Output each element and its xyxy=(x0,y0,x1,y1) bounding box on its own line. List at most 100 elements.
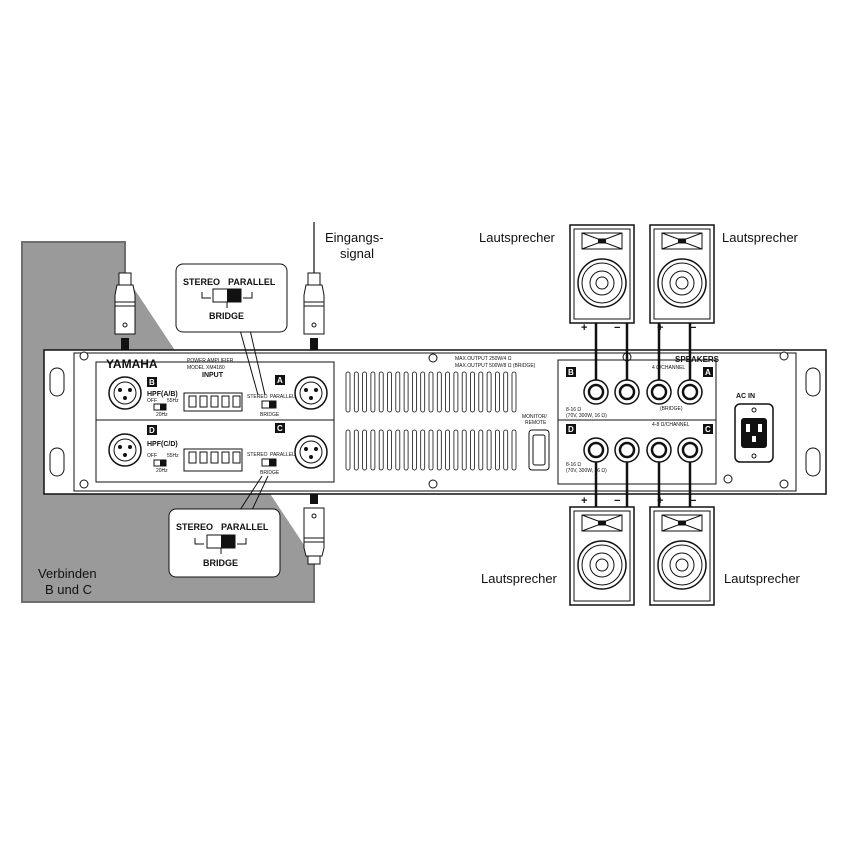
hpf-cd-55hz: 55Hz xyxy=(167,453,179,459)
channel-d-input-letter: D xyxy=(149,426,155,435)
loudspeaker xyxy=(569,506,635,606)
vent-slot xyxy=(362,429,368,471)
vent-slot xyxy=(411,371,417,413)
speaker-label-bottom-right: Lautsprecher xyxy=(724,571,801,586)
vent-slot xyxy=(362,371,368,413)
plus-mark-1: + xyxy=(581,322,587,334)
vent-slot xyxy=(428,429,434,471)
terminal-block-lower xyxy=(183,448,243,472)
binding-post-core xyxy=(681,383,699,401)
vent-slot xyxy=(494,371,500,413)
hpf-ab-55hz: 55Hz xyxy=(167,398,179,404)
yamaha-logo: YAMAHA xyxy=(106,357,158,371)
ventilation-slots xyxy=(345,371,517,471)
vent-slot xyxy=(420,371,426,413)
panel-bridge-1: BRIDGE xyxy=(260,412,280,418)
connect-label-line2: B und C xyxy=(45,582,92,597)
hpf-cd-label: HPF(C/D) xyxy=(147,441,178,448)
channel-d-output-letter: D xyxy=(568,425,574,434)
hpf-ab-off: OFF xyxy=(147,398,157,404)
vent-slot xyxy=(403,371,409,413)
vent-slot xyxy=(403,429,409,471)
callout-mode-switch-upper xyxy=(175,263,288,396)
channel-ohm-2: 4-8 Ω/CHANNEL xyxy=(652,422,690,428)
input-label: INPUT xyxy=(202,372,224,379)
input-signal-label-line2: signal xyxy=(340,246,374,261)
vent-slot xyxy=(445,371,451,413)
connect-label-line1: Verbinden xyxy=(38,566,97,581)
input-socket-d xyxy=(108,433,142,467)
vent-slot xyxy=(461,429,467,471)
terminal-block-upper xyxy=(183,392,243,412)
binding-post-core xyxy=(650,441,668,459)
binding-post-core xyxy=(618,383,636,401)
hpf-ab-20hz: 20Hz xyxy=(156,412,168,418)
vent-slot xyxy=(453,429,459,471)
speaker-output-section xyxy=(557,359,717,485)
vent-slot xyxy=(370,429,376,471)
input-socket-a xyxy=(294,376,328,410)
vent-slot xyxy=(453,371,459,413)
vent-slot xyxy=(378,371,384,413)
vent-slot xyxy=(511,371,517,413)
vent-slot xyxy=(420,429,426,471)
panel-bridge-2: BRIDGE xyxy=(260,470,280,476)
ohm-8-16-lower: 8-16 Ω xyxy=(566,462,581,468)
vent-slot xyxy=(345,429,351,471)
ohm-note-upper: (70V, 300W, 16 Ω) xyxy=(566,413,607,419)
plus-mark-2: + xyxy=(657,322,663,334)
model-label: MODEL XM4180 xyxy=(187,365,225,371)
input-signal-label-line1: Eingangs- xyxy=(325,230,384,245)
input-socket-c xyxy=(294,435,328,469)
plus-mark-3: + xyxy=(581,495,587,507)
callout-bridge-upper: BRIDGE xyxy=(209,311,244,321)
speaker-binding-posts xyxy=(583,379,703,463)
vent-slot xyxy=(486,371,492,413)
speaker-label-top-right: Lautsprecher xyxy=(722,230,799,245)
channel-ohm-1: 4 Ω/CHANNEL xyxy=(652,365,685,371)
channel-c-output-letter: C xyxy=(705,425,711,434)
hpf-cd-20hz: 20Hz xyxy=(156,468,168,474)
vent-slot xyxy=(445,429,451,471)
ohm-8-16-upper: 8-16 Ω xyxy=(566,407,581,413)
hpf-ab-label: HPF(A/B) xyxy=(147,391,178,398)
vent-slot xyxy=(503,371,509,413)
speaker-wires xyxy=(594,322,692,508)
vent-slot xyxy=(395,429,401,471)
xlr-plug-top-left xyxy=(114,272,136,335)
vent-slot xyxy=(387,371,392,413)
input-socket-b xyxy=(108,376,142,410)
callout-bridge-lower: BRIDGE xyxy=(203,558,238,568)
loudspeaker xyxy=(649,224,715,324)
plus-mark-4: + xyxy=(657,495,663,507)
channel-b-input-letter: B xyxy=(149,378,155,387)
loudspeaker xyxy=(569,224,635,324)
minus-mark-1: − xyxy=(614,322,620,334)
vent-slot xyxy=(494,429,500,471)
channel-b-output-letter: B xyxy=(568,368,574,377)
binding-post-core xyxy=(681,441,699,459)
vent-slot xyxy=(503,429,509,471)
ac-in-label: AC IN xyxy=(736,393,755,400)
binding-post-core xyxy=(618,441,636,459)
binding-post-core xyxy=(587,383,605,401)
monitor-remote-port xyxy=(528,429,550,471)
vent-slot xyxy=(486,429,492,471)
amplifier-rear-panel xyxy=(43,349,827,495)
minus-mark-2: − xyxy=(690,322,696,334)
ohm-note-lower: (70V, 300W, 16 Ω) xyxy=(566,468,607,474)
binding-post-core xyxy=(650,383,668,401)
hpf-cd-off: OFF xyxy=(147,453,157,459)
power-amplifier-label: POWER AMPLIFIER xyxy=(187,358,234,364)
loudspeakers xyxy=(569,224,715,606)
max-output-1: MAX.OUTPUT 250W/4 Ω xyxy=(455,356,512,362)
max-output-2: MAX.OUTPUT 500W/8 Ω (BRIDGE) xyxy=(455,363,536,369)
vent-slot xyxy=(478,371,484,413)
vent-slot xyxy=(411,429,417,471)
vent-slot xyxy=(395,371,401,413)
callout-stereo-lower: STEREO xyxy=(176,522,213,532)
remote-label: REMOTE xyxy=(525,420,547,426)
vent-slot xyxy=(511,429,517,471)
